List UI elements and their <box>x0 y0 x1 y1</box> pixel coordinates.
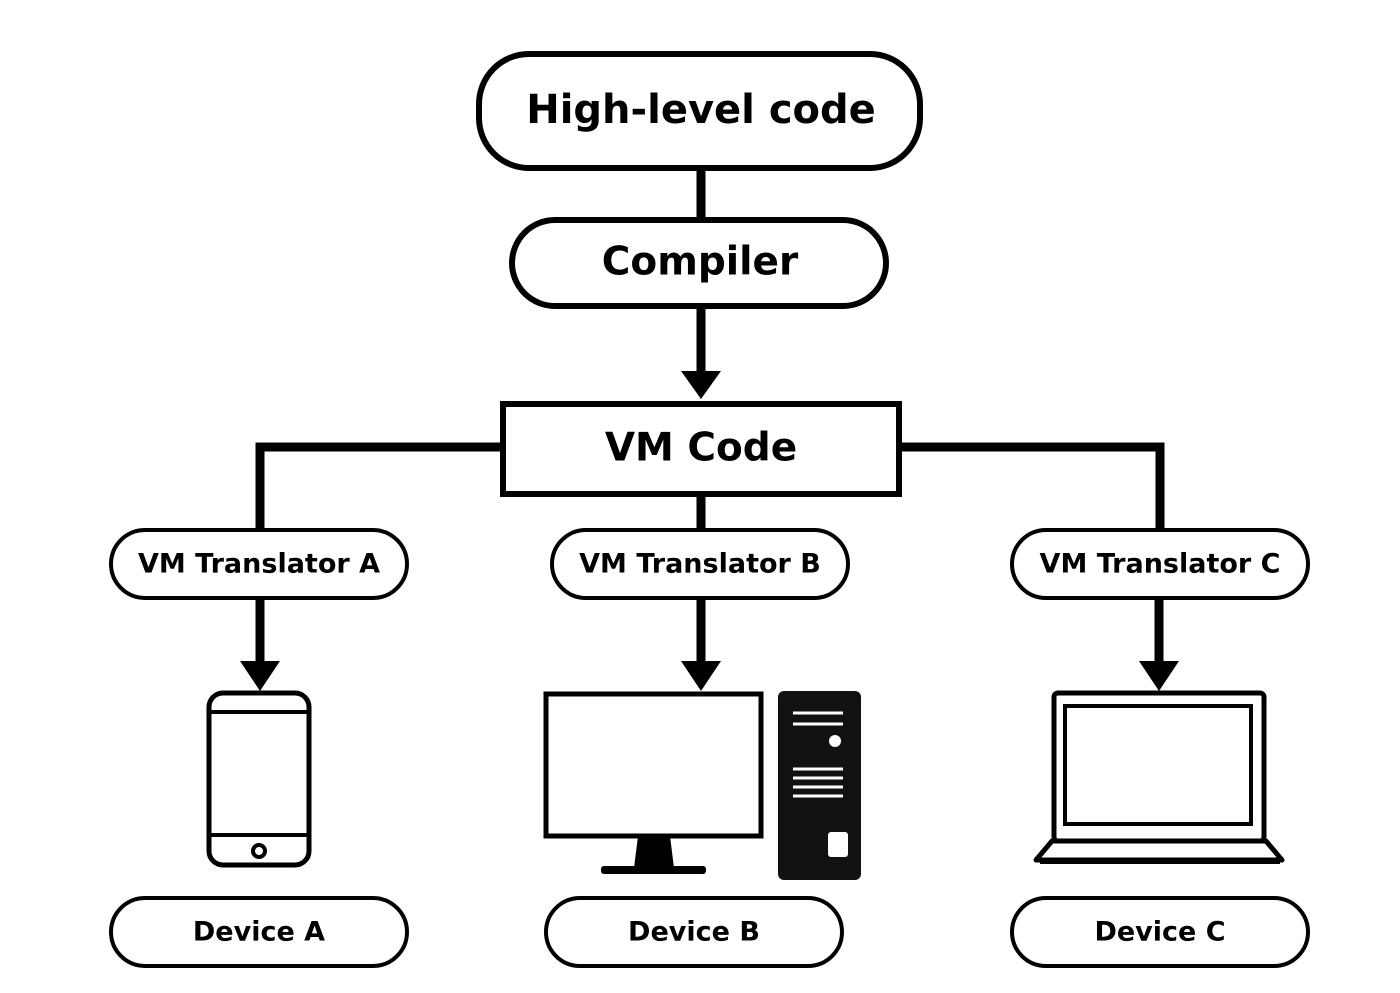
laptop-icon <box>1033 690 1285 864</box>
connector-vmcode-translator-a <box>255 442 503 530</box>
device-c-label: Device C <box>1094 917 1225 948</box>
device-b-label: Device B <box>628 917 760 948</box>
high-level-code-label: High-level code <box>526 87 876 133</box>
node-device-c: Device C <box>1010 896 1310 968</box>
node-device-a: Device A <box>109 896 409 968</box>
translator-a-label: VM Translator A <box>138 549 380 580</box>
connector-vmcode-translator-c <box>899 442 1165 530</box>
node-translator-a: VM Translator A <box>109 528 409 600</box>
node-translator-b: VM Translator B <box>550 528 850 600</box>
arrowhead-device-c <box>1139 661 1179 691</box>
arrowhead-device-a <box>240 661 280 691</box>
arrowhead-vmcode <box>681 371 721 399</box>
connectors <box>255 168 1165 664</box>
node-compiler: Compiler <box>509 217 889 309</box>
vm-code-label: VM Code <box>605 426 797 471</box>
node-high-level-code: High-level code <box>476 51 923 171</box>
smartphone-icon <box>206 690 312 868</box>
arrowheads <box>240 371 1179 691</box>
node-device-b: Device B <box>544 896 844 968</box>
node-translator-c: VM Translator C <box>1010 528 1310 600</box>
device-a-label: Device A <box>193 917 325 948</box>
node-vm-code: VM Code <box>500 401 902 497</box>
compiler-label: Compiler <box>602 240 799 285</box>
translator-c-label: VM Translator C <box>1040 549 1281 580</box>
translator-b-label: VM Translator B <box>579 549 821 580</box>
desktop-computer-icon <box>543 691 861 880</box>
arrowhead-device-b <box>681 661 721 691</box>
